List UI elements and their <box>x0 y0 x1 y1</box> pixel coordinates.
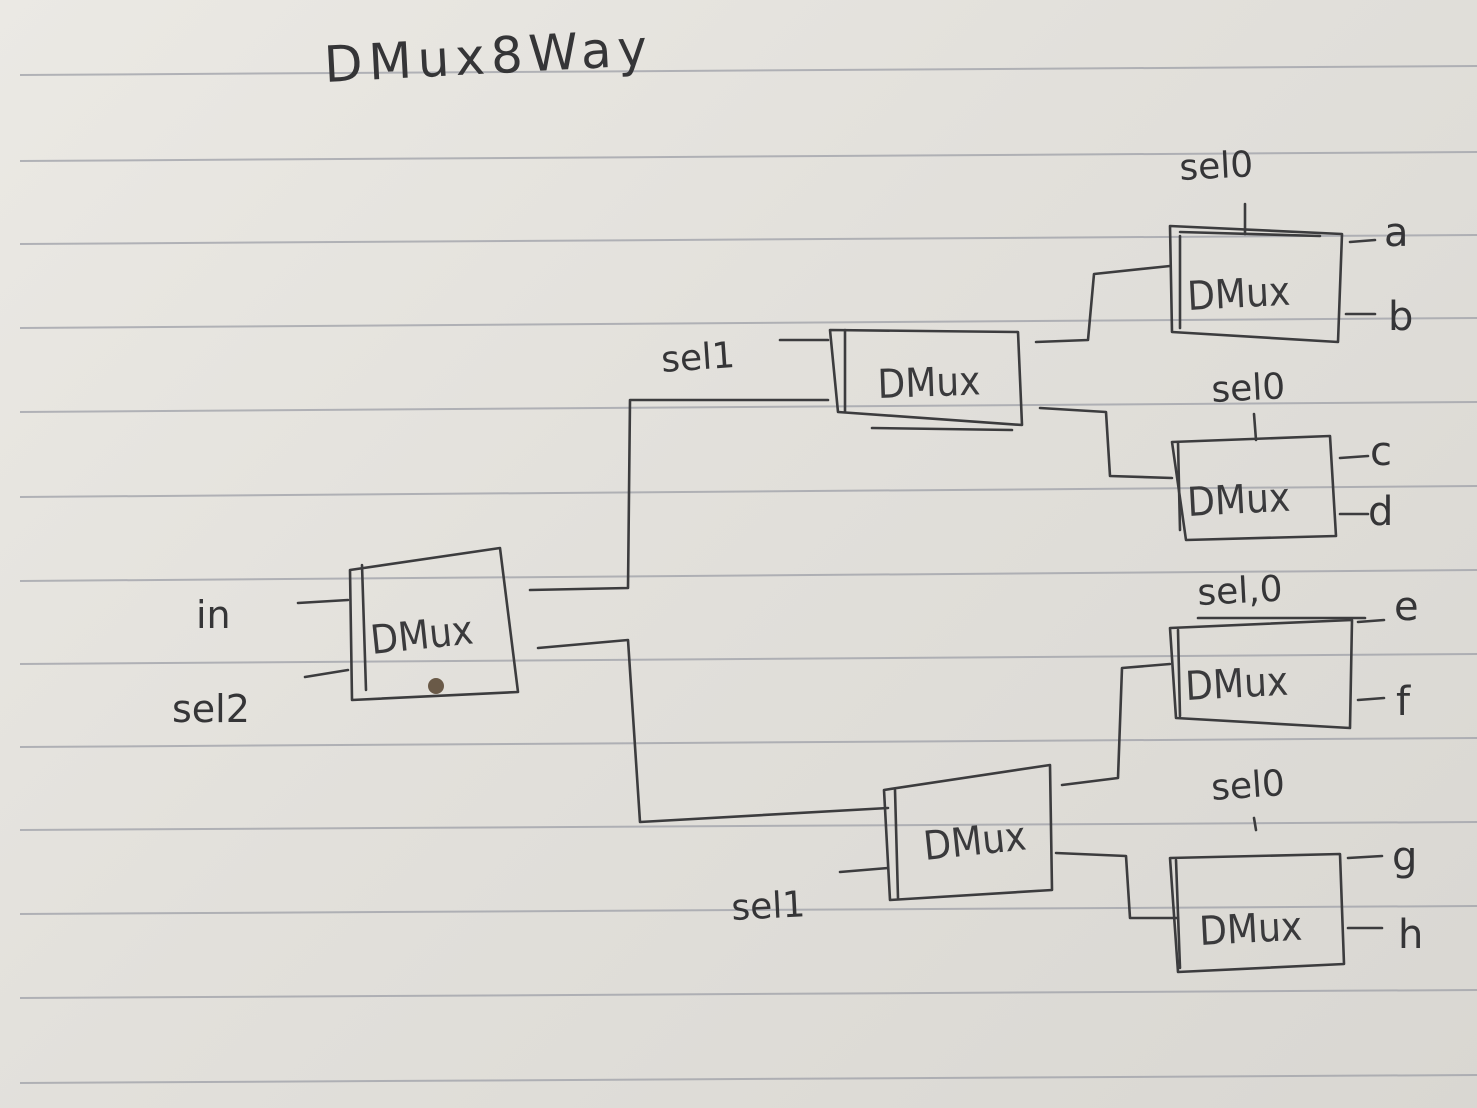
diagram-title: DMux8Way <box>323 19 655 94</box>
sel0-cd-wire <box>1252 412 1258 442</box>
ink-dot <box>428 678 444 694</box>
ruled-lines <box>19 65 1477 1084</box>
root-to-upper-wire <box>528 398 830 592</box>
lower-to-gh-wire <box>1054 851 1180 920</box>
dmux-mid-upper-label: DMux <box>877 358 981 408</box>
dmux-leaf-gh: DMux <box>1168 816 1346 974</box>
dmux-leaf-gh-label: DMux <box>1198 904 1303 955</box>
sel0-gh-wire <box>1252 816 1258 832</box>
dmux-root-label: DMux <box>368 607 475 664</box>
root-to-lower-wire <box>536 638 890 824</box>
output-e-label: e <box>1394 584 1419 630</box>
dmux-leaf-ab-label: DMux <box>1186 269 1291 320</box>
upper-to-ab-wire <box>1034 264 1172 344</box>
output-h-label: h <box>1398 912 1423 958</box>
output-f-label: f <box>1396 679 1411 725</box>
output-c-label: c <box>1370 429 1392 475</box>
dmux-mid-upper-box <box>828 328 1024 427</box>
sel1-upper-label: sel1 <box>660 335 736 381</box>
sel1-lower-wire <box>838 866 890 874</box>
sel2-wire <box>303 668 350 679</box>
sel1-lower-label: sel1 <box>730 884 806 929</box>
dmux-leaf-ab: DMux <box>1168 202 1344 344</box>
dmux-mid-upper: DMux <box>828 328 1024 432</box>
dmux-mid-lower-label: DMux <box>921 813 1028 870</box>
dmux-leaf-gh-box <box>1168 852 1346 974</box>
sel0-cd-label: sel0 <box>1210 366 1286 411</box>
dmux-mid-lower-box <box>882 763 1054 902</box>
dmux-leaf-cd-label: DMux <box>1186 475 1291 526</box>
lower-to-ef-wire <box>1060 662 1172 787</box>
input-sel2-label: sel2 <box>172 687 250 731</box>
dmux-leaf-ef-label: DMux <box>1184 659 1289 710</box>
sel0-ab-label: sel0 <box>1178 144 1254 189</box>
dmux-leaf-cd: DMux <box>1170 412 1338 542</box>
dmux-root-box <box>348 546 520 702</box>
dmux-leaf-ef: DMux <box>1168 616 1367 730</box>
sel0-gh-label: sel0 <box>1210 763 1286 809</box>
upper-to-cd-wire <box>1038 406 1174 480</box>
output-b-label: b <box>1388 294 1413 340</box>
dmux-root: DMux <box>348 546 520 702</box>
in-wire <box>296 598 350 605</box>
output-g-label: g <box>1392 834 1417 880</box>
input-in-label: in <box>196 593 231 637</box>
dmux-mid-lower: DMux <box>882 763 1054 902</box>
output-a-label: a <box>1384 210 1409 256</box>
dmux-leaf-ef-box <box>1168 618 1354 730</box>
output-d-label: d <box>1368 489 1393 535</box>
sel0-ef-label: sel,0 <box>1196 569 1283 614</box>
dmux-leaf-cd-box <box>1170 434 1338 542</box>
dmux-leaf-ab-box <box>1168 224 1344 344</box>
